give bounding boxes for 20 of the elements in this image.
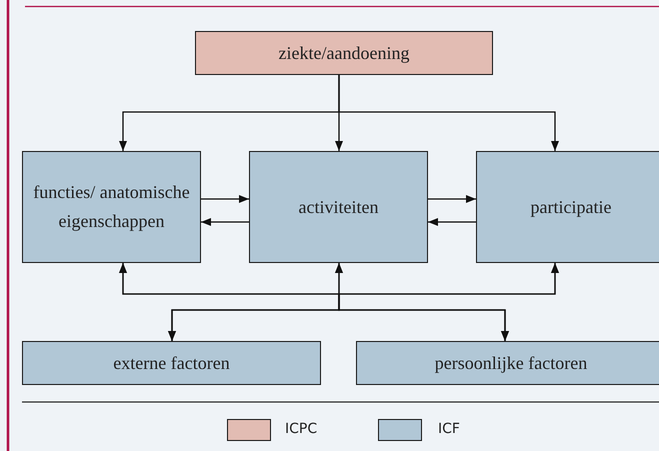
process-box xyxy=(356,341,659,385)
arrow xyxy=(338,263,559,341)
arrow xyxy=(428,218,476,226)
process-box xyxy=(22,341,321,385)
process-box xyxy=(195,31,493,75)
legend-label: ICPC xyxy=(285,421,318,437)
legend-label: ICF xyxy=(438,421,460,437)
process-box xyxy=(249,151,428,263)
node-label: persoonlijke factoren xyxy=(434,352,588,372)
node-label: ziekte/aandoening xyxy=(278,42,410,62)
process-box xyxy=(476,151,659,263)
node-label: externe factoren xyxy=(113,352,230,372)
node-label: activiteiten xyxy=(298,196,378,216)
arrow xyxy=(428,195,476,203)
process-box xyxy=(22,151,201,263)
node-label: functies/ anatomische eigenschappen xyxy=(33,182,190,231)
arrow xyxy=(338,75,559,151)
node-label: participatie xyxy=(530,196,612,216)
arrow xyxy=(201,195,249,203)
arrow xyxy=(201,218,249,226)
